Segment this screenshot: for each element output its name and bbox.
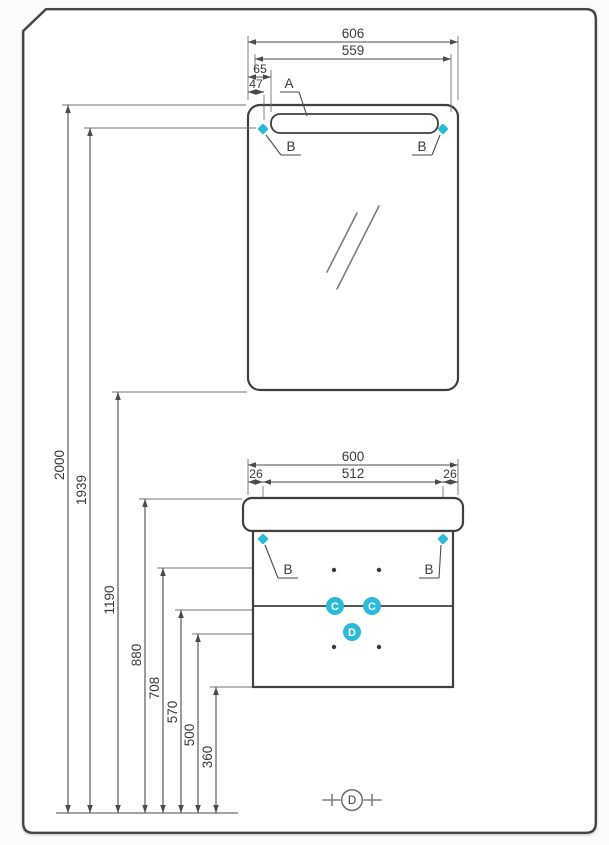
fixing-hole — [376, 567, 382, 573]
mirror-mount-marker-left — [257, 123, 269, 135]
cabinet-body — [251, 529, 455, 689]
callout-b-left-label: B — [286, 139, 295, 154]
callout-b-cab-right-leader — [438, 544, 442, 579]
callout-a-leader — [298, 91, 308, 117]
cabinet-mount-marker-right — [437, 533, 449, 545]
dim-offset-left-label: 26 — [249, 467, 263, 481]
callout-b-cab-right-label: B — [424, 562, 433, 577]
cabinet-countertop — [241, 496, 465, 533]
height-label-1939: 1939 — [74, 475, 89, 505]
height-label-500: 500 — [182, 724, 197, 747]
mirror-dimensions: 606 559 65 47 A B B — [247, 26, 459, 156]
floor-drain-marker: D — [322, 788, 382, 812]
callout-b-right-label: B — [417, 139, 426, 154]
callout-b-cab-left-label: B — [283, 562, 292, 577]
fitting-badge-d-label: D — [348, 627, 356, 639]
dim-light-offset-label: 65 — [253, 62, 267, 76]
dim-offset-right-label: 26 — [443, 467, 457, 481]
height-label-360: 360 — [200, 746, 215, 769]
callout-b-right-leader — [431, 134, 441, 156]
cabinet-front-view: B B C C D — [241, 496, 465, 689]
dim-mount-offset-label: 47 — [249, 77, 263, 91]
mirror-outline — [246, 103, 460, 392]
height-label-880: 880 — [129, 644, 144, 667]
cabinet-dimensions: 600 26 512 26 — [247, 449, 459, 532]
height-label-570: 570 — [165, 701, 180, 724]
fitting-badge-c-right-label: C — [368, 601, 376, 613]
fitting-badge-c-left-label: C — [331, 601, 339, 613]
cabinet-mount-marker-left — [257, 533, 269, 545]
mirror-front-view — [246, 103, 460, 392]
height-label-2000: 2000 — [52, 450, 67, 480]
mirror-glass-slash — [336, 205, 380, 290]
mirror-mount-marker-right — [437, 123, 449, 135]
dim-light-width-label: 559 — [342, 43, 365, 58]
fixing-hole — [376, 644, 382, 650]
callout-a-label: A — [284, 76, 293, 91]
drain-circle — [340, 788, 364, 812]
height-dimensions: 2000 1939 1190 880 708 570 500 360 — [52, 104, 342, 814]
mirror-glass-slash — [326, 212, 358, 273]
dim-cabinet-width-label: 600 — [342, 449, 365, 464]
height-label-708: 708 — [147, 677, 162, 700]
fitting-badge-d — [343, 623, 361, 641]
fitting-badge-c-left — [326, 597, 344, 615]
dim-mounts-width-label: 512 — [342, 466, 365, 481]
height-label-1190: 1190 — [102, 585, 117, 614]
fitting-badge-c-right — [363, 597, 381, 615]
mirror-light-strip — [270, 113, 439, 134]
callout-b-cab-left-leader — [264, 544, 279, 579]
fixing-hole — [331, 644, 337, 650]
fixing-hole — [331, 567, 337, 573]
callout-b-left-leader — [265, 134, 282, 156]
dim-mirror-width-label: 606 — [342, 26, 365, 41]
drain-label: D — [348, 795, 356, 807]
